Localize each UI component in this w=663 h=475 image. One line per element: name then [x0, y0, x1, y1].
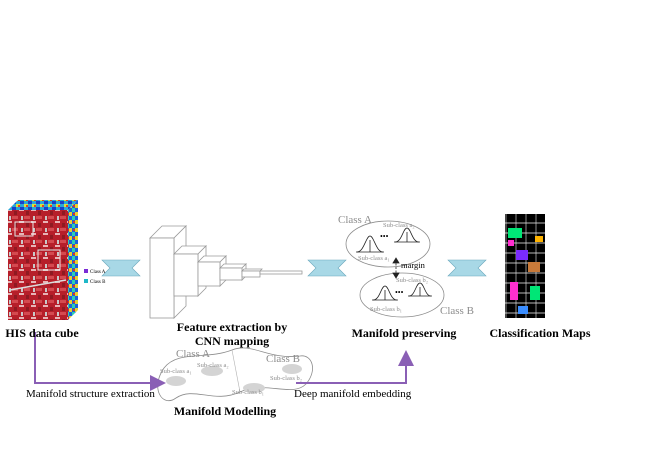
cube-legend: [84, 269, 88, 283]
flow-arrow-1: [101, 259, 141, 277]
legend-label-class-b: Class B: [90, 280, 106, 285]
legend-swatch-class-b: [84, 279, 88, 283]
modelling-class-b-label: Class B: [266, 353, 300, 365]
cube-caption: HIS data cube: [5, 326, 79, 340]
classification-map: [505, 214, 545, 318]
manifold-modelling-figure: [157, 347, 313, 401]
preserving-ellipsis-b: •••: [395, 288, 404, 297]
legend-swatch-class-a: [84, 269, 88, 273]
margin-label: margin: [401, 260, 426, 270]
modelling-subclass-a1-label: Sub-class a₁: [160, 368, 192, 375]
preserving-subclass-b2-label: Sub-class b₂: [396, 277, 428, 284]
class-b-ellipse: [359, 272, 445, 318]
deep-embedding-label: Deep manifold embedding: [294, 388, 412, 400]
class-a-ellipse: [345, 220, 431, 268]
modelling-subclass-b2-label: Sub-class b₂: [270, 375, 302, 382]
hsi-data-cube: [8, 200, 78, 320]
modelling-subclass-a2-label: Sub-class a₂: [197, 362, 229, 369]
cnn-blocks: [149, 225, 303, 319]
class-b-distributions: [372, 282, 432, 301]
cnn-caption-line2: CNN mapping: [194, 334, 270, 348]
preserving-class-a-label: Class A: [338, 214, 372, 226]
manifold-modelling-caption: Manifold Modelling: [173, 404, 277, 418]
preserving-subclass-a2-label: Sub-class a₂: [383, 222, 415, 229]
manifold-preserving-cluster: [345, 220, 445, 318]
preserving-subclass-b1-label: Sub-class b₁: [370, 306, 402, 313]
manifold-preserving-caption: Manifold preserving: [351, 326, 457, 340]
structure-extraction-label: Manifold structure extraction: [26, 388, 155, 400]
preserving-subclass-a1-label: Sub-class a₁: [358, 255, 390, 262]
cnn-caption: Feature extraction by CNN mapping: [170, 320, 294, 348]
cnn-caption-line1: Feature extraction by: [176, 320, 288, 334]
preserving-class-b-label: Class B: [440, 305, 474, 317]
flow-arrow-2: [307, 259, 347, 277]
modelling-class-a-label: Class A: [176, 348, 210, 360]
flow-arrow-3: [447, 259, 487, 277]
margin-arrow: [392, 257, 400, 279]
class-a-distributions: [356, 227, 420, 253]
modelling-subclass-b1-label: Sub-class b₁: [232, 389, 264, 396]
deep-embedding-connector: [296, 350, 414, 384]
preserving-ellipsis-a: •••: [380, 232, 389, 241]
legend-label-class-a: Class A: [90, 270, 106, 275]
manifold-structure-connector: [34, 332, 166, 391]
classification-maps-caption: Classification Maps: [489, 326, 591, 340]
